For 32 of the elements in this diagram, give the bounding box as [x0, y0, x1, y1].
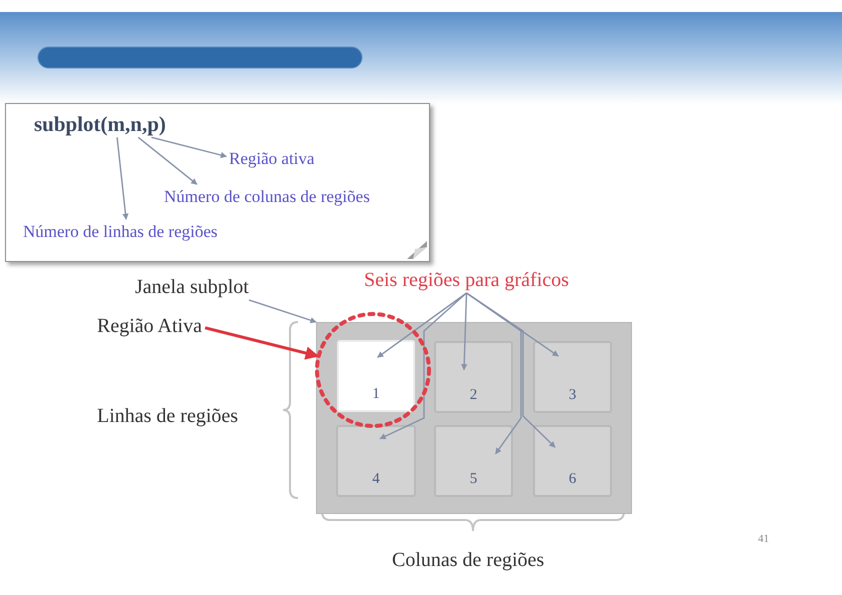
arrow	[379, 292, 467, 440]
regions-label: Seis regiões para gráficos	[364, 268, 569, 293]
window-label: Janela subplot	[135, 275, 249, 300]
plot-region	[533, 341, 612, 413]
arrow	[377, 292, 467, 358]
annotation-text: Número de colunas de regiões	[164, 186, 370, 208]
region-number: 5	[470, 472, 478, 487]
region-number: 6	[568, 472, 576, 487]
plot-region	[434, 425, 513, 497]
columns-label: Colunas de regiões	[392, 548, 544, 573]
arrow	[116, 137, 129, 220]
region-number: 3	[568, 388, 576, 403]
annotation-text: Número de linhas de regiões	[23, 221, 218, 242]
page-number: 41	[758, 533, 769, 547]
region-number: 2	[470, 388, 478, 403]
active-region-label: Região Ativa	[97, 314, 202, 339]
arrow	[151, 136, 227, 158]
annotation-text: Região ativa	[229, 148, 314, 170]
arrow	[466, 292, 556, 448]
arrow	[461, 292, 468, 370]
plot-region	[533, 425, 612, 497]
callout-box	[5, 103, 430, 262]
arrow	[248, 299, 317, 324]
region-number: 1	[372, 387, 380, 402]
plot-region	[434, 341, 513, 413]
arrow	[138, 136, 198, 185]
plot-region	[336, 425, 416, 497]
arrow	[204, 326, 319, 360]
plot-region	[337, 340, 415, 412]
rows-label: Linhas de regiões	[97, 404, 238, 429]
region-number: 4	[372, 472, 380, 487]
function-call-text: subplot(m,n,p)	[34, 111, 166, 138]
